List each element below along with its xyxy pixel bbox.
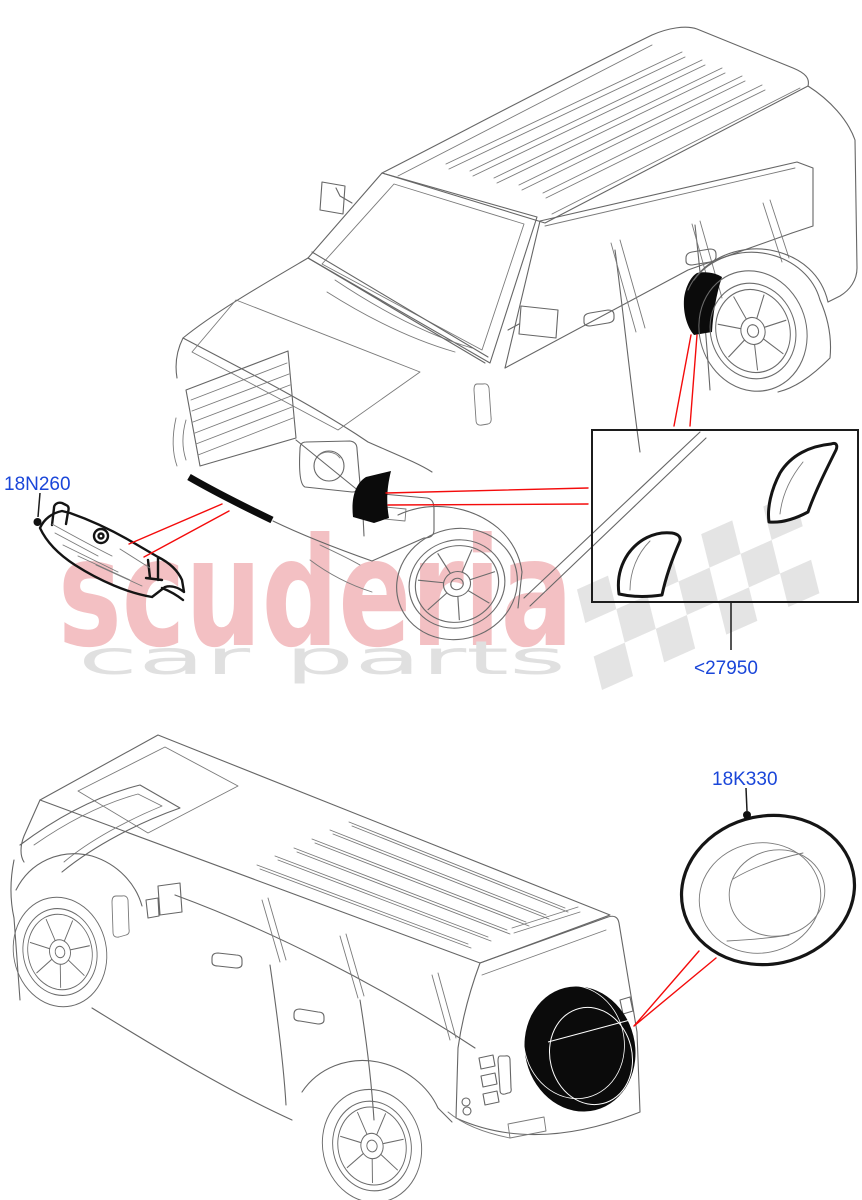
rear-wheel bbox=[698, 270, 808, 392]
part-label-18n260[interactable]: 18N260 bbox=[4, 474, 71, 495]
underbody-shield-part bbox=[38, 501, 186, 602]
rear-wheel bbox=[321, 1088, 423, 1200]
watermark-brand-text: scuderia bbox=[58, 507, 573, 681]
brand-watermark: scuderia car parts bbox=[58, 507, 573, 685]
watermark-tagline-text: car parts bbox=[78, 631, 566, 685]
part-label-18k330[interactable]: 18K330 bbox=[712, 769, 778, 790]
bottom-vehicle-illustration bbox=[10, 734, 641, 1200]
leader-lines bbox=[33, 492, 751, 819]
bumper-shield-accent bbox=[187, 473, 274, 524]
wheel-arch-guards-box bbox=[591, 429, 859, 603]
red-callout-lines bbox=[128, 334, 717, 1027]
spare-wheel-cover-part bbox=[679, 813, 857, 967]
part-label-27950[interactable]: <27950 bbox=[694, 658, 758, 679]
top-vehicle-illustration bbox=[172, 26, 858, 641]
arch-guard-front-part bbox=[616, 531, 682, 598]
callout-box bbox=[591, 429, 859, 603]
front-wheel bbox=[12, 896, 108, 1008]
front-arch-guard-accent bbox=[352, 471, 391, 523]
arch-guard-rear-part bbox=[767, 441, 839, 524]
front-wheel bbox=[396, 527, 518, 641]
spare-wheel-accent bbox=[523, 984, 636, 1112]
